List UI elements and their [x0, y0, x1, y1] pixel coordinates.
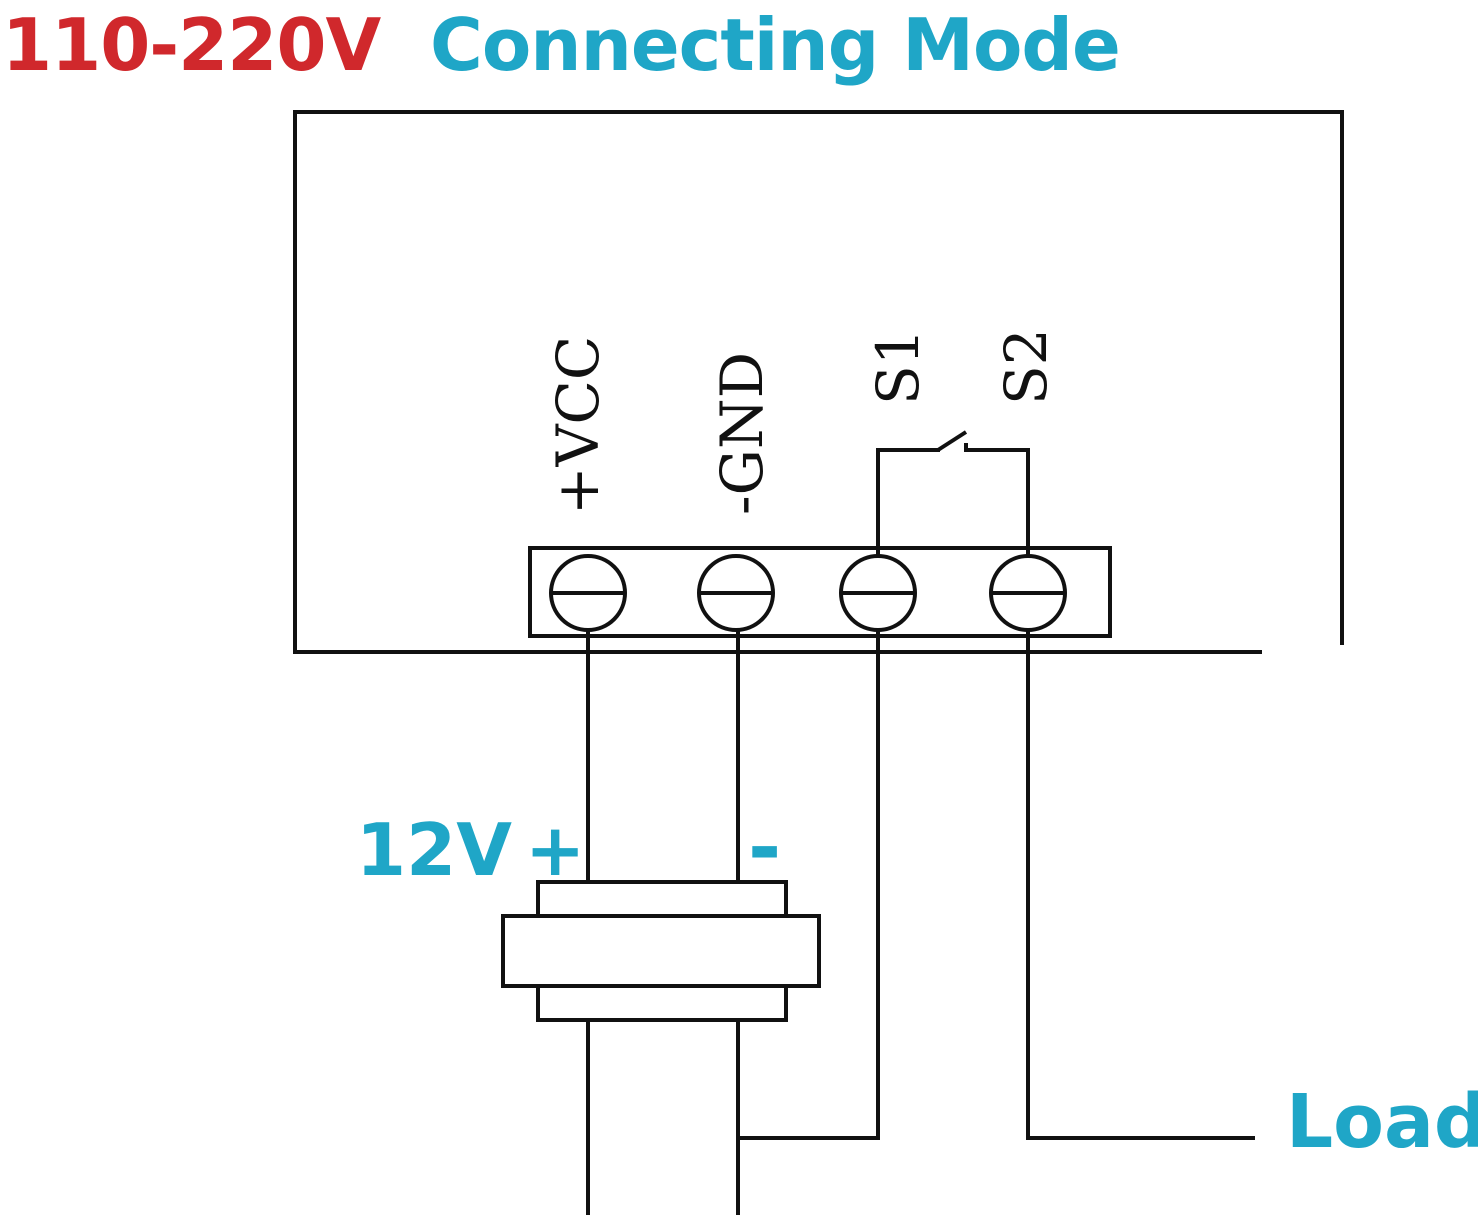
wire-s1 [738, 630, 880, 1140]
connecting-mode-title: Connecting Mode [430, 3, 1121, 87]
wire-s2 [1026, 630, 1255, 1140]
terminal-label-vcc: +VCC [544, 336, 612, 515]
device-enclosure [293, 110, 1344, 654]
voltage-title: 110-220V [2, 3, 381, 87]
supply-plus-label: + [525, 808, 585, 892]
switch-wire-s1 [876, 448, 940, 555]
switch-lever [936, 430, 968, 452]
power-supply-bottom [536, 984, 788, 1022]
terminal-label-gnd: -GND [708, 352, 776, 515]
supply-minus-label: - [748, 801, 781, 894]
terminal-label-s1: S1 [864, 328, 932, 405]
terminal-label-s2: S2 [992, 328, 1060, 405]
supply-voltage-label: 12V [356, 808, 512, 892]
power-supply-middle [501, 914, 821, 988]
switch-wire-s2 [964, 443, 1030, 555]
load-label: Load [1286, 1079, 1478, 1165]
